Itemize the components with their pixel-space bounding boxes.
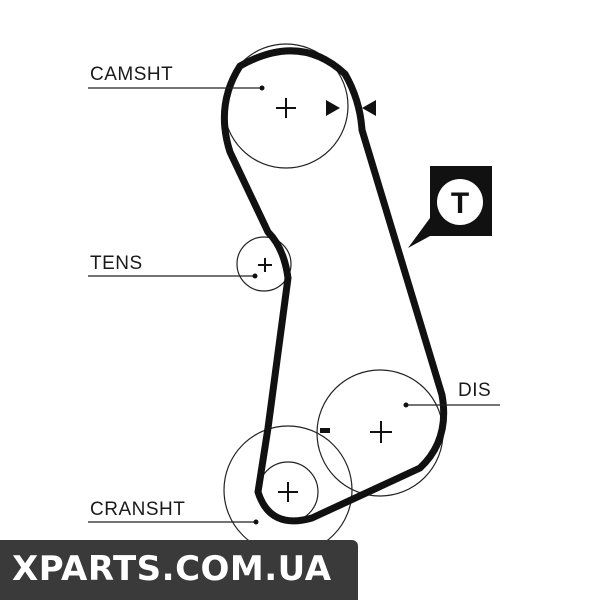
crankshaft-leader bbox=[88, 519, 259, 525]
distributor-center-icon bbox=[370, 421, 392, 443]
tensioner-center-icon bbox=[258, 258, 272, 272]
camshaft-leader bbox=[88, 85, 265, 91]
distributor-leader bbox=[403, 402, 500, 408]
crankshaft-label: CRANSHT bbox=[90, 499, 185, 520]
timing-belt bbox=[220, 47, 448, 525]
camshaft-label: CAMSHT bbox=[90, 64, 173, 85]
watermark-text: XPARTS.COM.UA bbox=[12, 549, 332, 589]
tensioner-leader bbox=[88, 273, 258, 279]
tensioner-pulley bbox=[236, 236, 292, 292]
crankshaft-center-icon bbox=[278, 482, 298, 502]
distributor-mark bbox=[320, 428, 330, 433]
distributor-label: DIS bbox=[458, 380, 491, 401]
tension-badge: T bbox=[408, 166, 492, 248]
tension-badge-letter: T bbox=[451, 187, 469, 220]
tensioner-label: TENS bbox=[90, 253, 143, 274]
timing-mark-right bbox=[362, 100, 376, 116]
camshaft-center-icon bbox=[276, 98, 296, 118]
timing-mark-left bbox=[326, 100, 340, 116]
watermark-banner: XPARTS.COM.UA bbox=[0, 540, 358, 600]
